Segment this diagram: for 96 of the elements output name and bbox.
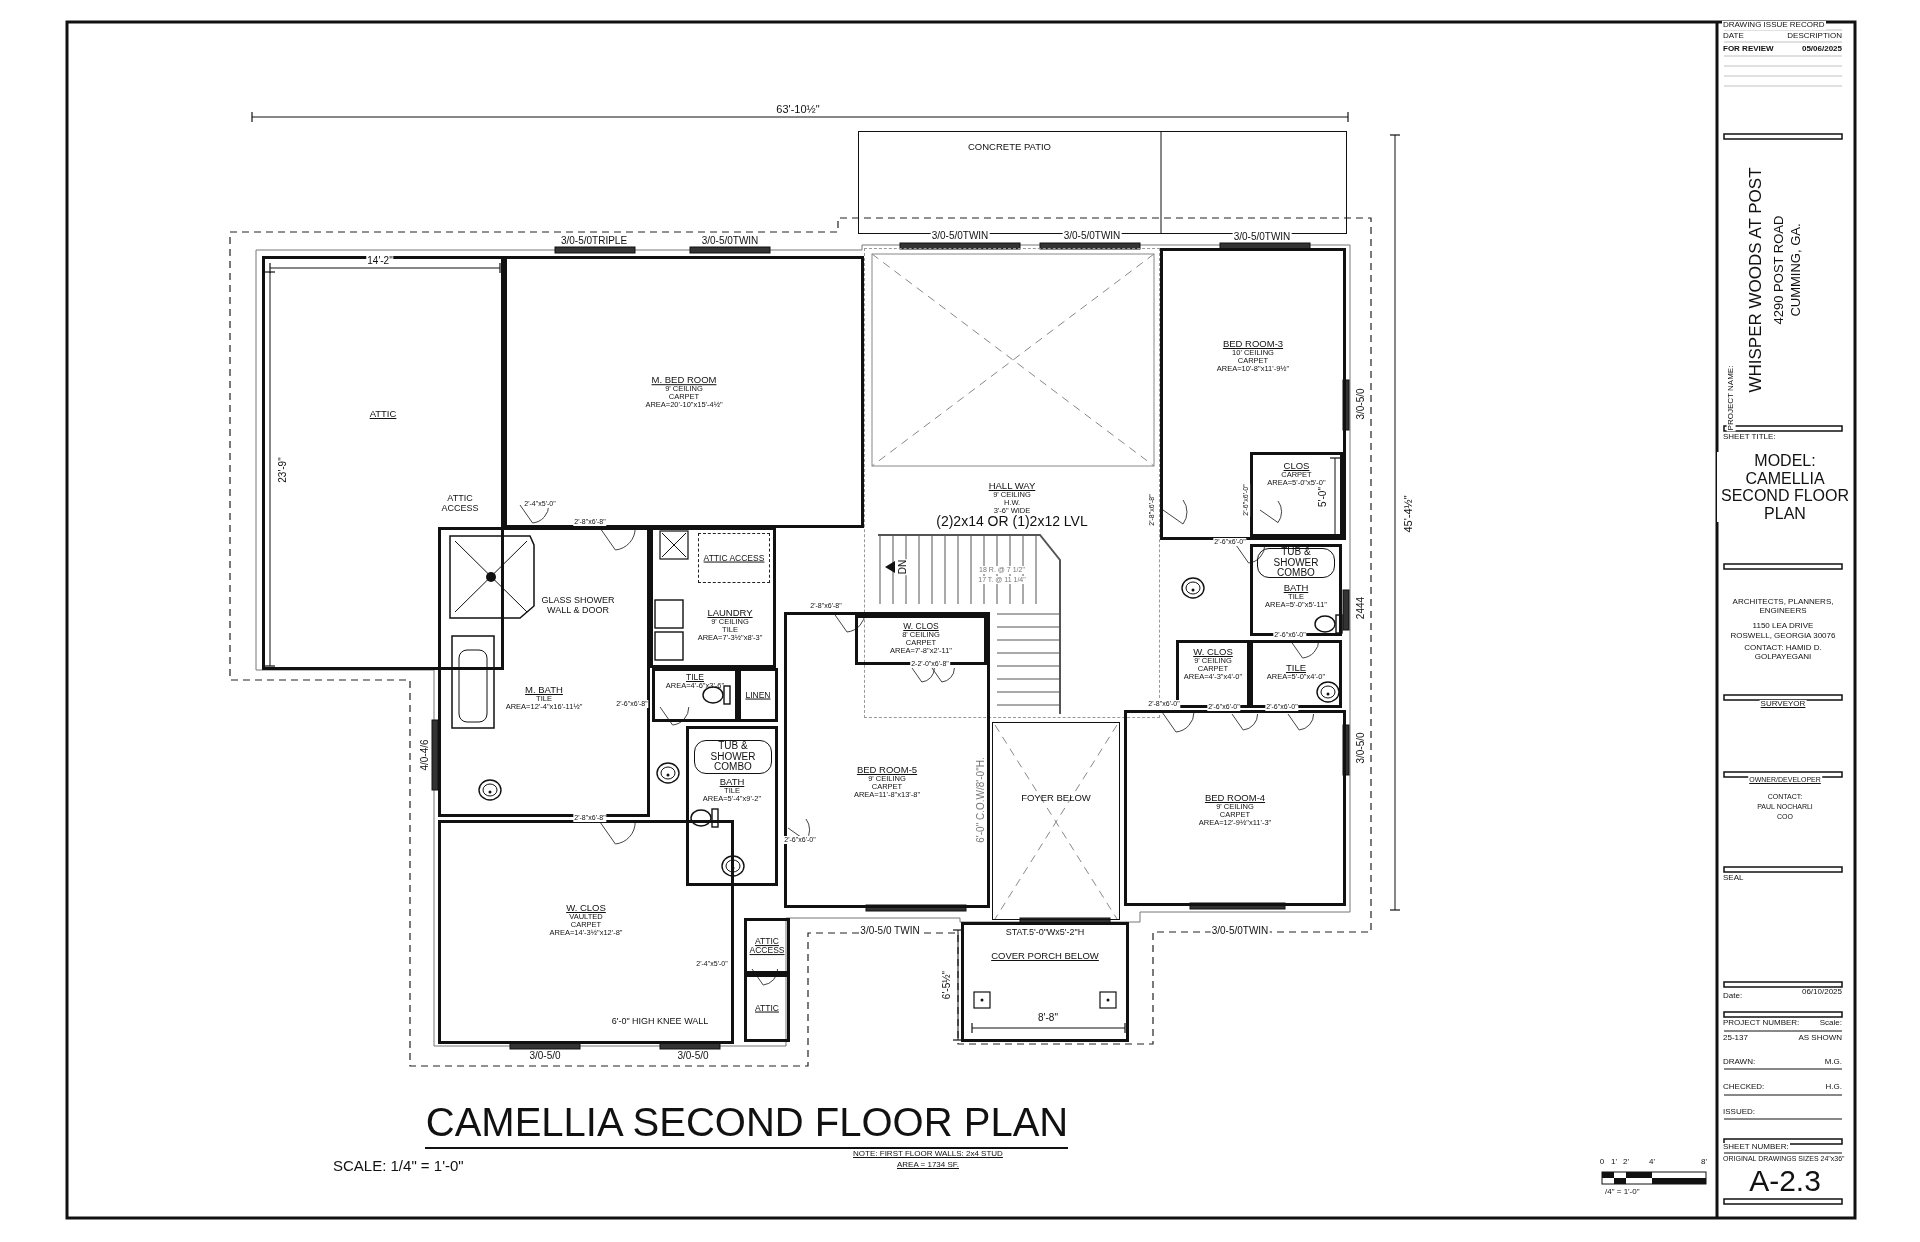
plan-note: 14'-2" (366, 255, 394, 266)
room-name: CLOS (1283, 461, 1310, 471)
plan-note: AREA = 1734 SF. (896, 1161, 960, 1170)
plan-note: 3/0-5/0TWIN (1232, 231, 1292, 242)
scale-tick-label: 1' (1610, 1158, 1618, 1167)
room-outline (1124, 710, 1346, 906)
plan-note: SURVEYOR (1759, 700, 1807, 709)
room-name: M. BATH (525, 685, 563, 695)
tub-shower-outline (1257, 548, 1335, 578)
plan-note: Scale: (1818, 1019, 1843, 1028)
room-name: CONCRETE PATIO (967, 142, 1051, 152)
vertical-note: PROJECT NAME: (1726, 364, 1736, 432)
room-outline (504, 256, 864, 528)
room-outline (438, 527, 650, 817)
vertical-note: 6'-5½" (940, 969, 952, 1001)
room-name: BED ROOM-5 (856, 765, 918, 775)
room-name: ATTIC (754, 1003, 780, 1013)
room-outline (650, 527, 776, 668)
room-outline (1160, 248, 1346, 540)
plan-note: DATE (1722, 32, 1745, 41)
room-outline (744, 918, 790, 974)
plan-note: SHEET TITLE: (1722, 433, 1777, 442)
vertical-note: 3/0-5/0 (1354, 387, 1366, 421)
plan-note: 3/0-5/0TWIN (1062, 230, 1122, 241)
room-name: HALL WAY (988, 481, 1036, 491)
vertical-note: 3/0-5/0 (1354, 731, 1366, 765)
plan-note: AS SHOWN (1797, 1034, 1843, 1043)
room-name: TUB & SHOWER COMBO (709, 741, 757, 773)
scale-tick-label: 4' (1648, 1158, 1656, 1167)
scale-tick-label: 2' (1622, 1158, 1630, 1167)
plan-note: 1150 LEA DRIVE (1751, 622, 1815, 631)
plan-note: 8'-8" (1037, 1012, 1059, 1023)
room-outline (784, 612, 990, 908)
room-name: LAUNDRY (707, 608, 753, 618)
plan-note: 6'-0" HIGH KNEE WALL (610, 1017, 710, 1027)
scale-tick-label: 0 (1598, 1158, 1606, 1167)
room-name: ATTIC ACCESS (748, 937, 786, 955)
room-name: TILE (1285, 663, 1307, 673)
room-outline (438, 820, 734, 1044)
plan-note: 3/0-5/0TRIPLE (559, 235, 629, 246)
vertical-note: 23'-9" (276, 456, 288, 484)
room-name: ATTIC (369, 409, 397, 419)
room-name: FOYER BELOW (1021, 793, 1091, 803)
room-name: W. CLOS (1193, 647, 1233, 657)
plan-note: DESCRIPTION (1786, 32, 1843, 41)
plan-note: M.G. (1823, 1058, 1843, 1067)
room-name: M. BED ROOM (651, 375, 717, 386)
plan-note: FOR REVIEW (1722, 45, 1775, 54)
vertical-note: 4/0-4/6 (418, 738, 430, 772)
vertical-note: CUMMING, GA. (1788, 222, 1804, 318)
plan-note: 06/10/2025 (1800, 988, 1843, 997)
room-name: BATH (719, 777, 745, 787)
vertical-note: DN (896, 558, 908, 576)
plan-note: ISSUED: (1722, 1108, 1756, 1117)
plan-note: 05/06/2025 (1800, 45, 1843, 54)
plan-note: H.G. (1824, 1083, 1843, 1092)
plan-note: DRAWING ISSUE RECORD (1722, 21, 1826, 30)
plan-note: 63'-10½" (775, 103, 821, 116)
room-outline (961, 922, 1129, 1042)
plan-note: 25-137 (1722, 1034, 1749, 1043)
room-outline (738, 668, 778, 722)
room-name: BED ROOM-4 (1204, 793, 1266, 803)
plan-note: PROJECT NUMBER: (1722, 1019, 1801, 1028)
room-outline (262, 256, 504, 670)
plan-note: 3/0-5/0TWIN (930, 230, 990, 241)
room-outline (652, 668, 738, 722)
vertical-note: 5'-0" (1316, 486, 1328, 508)
plan-note: (2)2x14 OR (1)2x12 LVL (935, 514, 1089, 530)
plan-note: SEAL (1722, 874, 1745, 883)
plan-note: 3/0-5/0 TWIN (859, 925, 921, 936)
room-name: W. CLOS (903, 622, 939, 631)
room-name: BATH (1283, 583, 1309, 593)
room-name: COVER PORCH BELOW (991, 951, 1099, 961)
plan-note: 3/0-5/0TWIN (1210, 925, 1270, 936)
plan-note: CHECKED: (1722, 1083, 1766, 1092)
plan-note: ROSWELL, GEORGIA 30076 (1729, 632, 1837, 641)
plan-note: SHEET NUMBER: (1722, 1143, 1790, 1152)
access-hatch-outline (698, 533, 770, 583)
tub-shower-outline (694, 740, 772, 774)
vertical-note: 45'-4½" (1401, 494, 1415, 534)
room-outline (744, 974, 790, 1042)
room-name: ATTIC ACCESS (703, 553, 765, 563)
plan-note: /4" = 1'-0" (1604, 1188, 1641, 1197)
room-outline (686, 726, 778, 886)
plan-note: 3/0-5/0TWIN (700, 235, 760, 246)
room-name: LINEN (744, 690, 772, 700)
room-name: W. CLOS (566, 903, 606, 913)
room-name: TILE (686, 673, 704, 682)
plan-note: NOTE: FIRST FLOOR WALLS: 2x4 STUD (852, 1150, 1004, 1159)
plan-note: DRAWN: (1722, 1058, 1757, 1067)
room-outline (1250, 452, 1343, 537)
plan-note: STAT.5'-0"Wx5'-2"H (1004, 928, 1086, 938)
scale-tick-label: 8' (1700, 1158, 1708, 1167)
plan-note: Date: (1722, 992, 1744, 1001)
vertical-note: 2444 (1354, 595, 1366, 621)
room-name: BED ROOM-3 (1222, 339, 1284, 349)
